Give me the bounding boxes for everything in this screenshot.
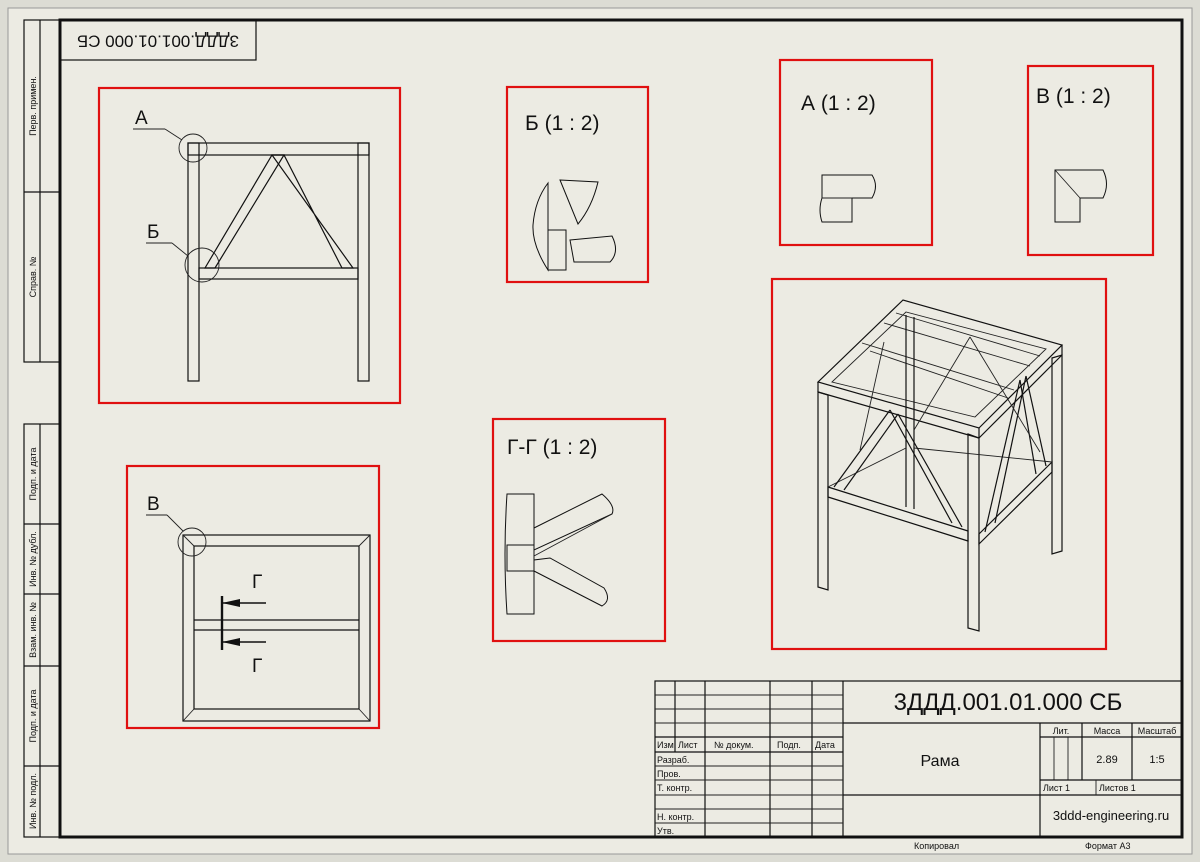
tb-row-utv: Утв. — [657, 826, 674, 836]
tb-scale-value: 1:5 — [1149, 754, 1164, 766]
tb-row-tkontr: Т. контр. — [657, 783, 692, 793]
side-label-podp-2: Подп. и дата — [28, 689, 38, 742]
view-top-highlight — [125, 464, 381, 730]
side-label-vzam: Взам. инв. № — [28, 602, 38, 658]
side-strip: Перв. примен. Справ. № Подп. и дата Инв.… — [23, 19, 61, 838]
callout-v-label: В — [147, 494, 160, 515]
tb-part-name: Рама — [921, 753, 960, 770]
side-label-sprav: Справ. № — [28, 256, 38, 297]
detail-a-highlight — [778, 58, 934, 247]
section-gg-highlight — [491, 417, 667, 643]
side-label-podp-1: Подп. и дата — [28, 447, 38, 500]
tb-designation: 3ДДД.001.01.000 СБ — [894, 689, 1123, 716]
detail-b-title: Б (1 : 2) — [525, 112, 599, 135]
tb-header-izm: Изм. — [657, 740, 676, 750]
callout-circle-v — [177, 527, 207, 557]
callout-circle-b — [184, 247, 220, 283]
tb-sheets: Листов 1 — [1099, 783, 1136, 793]
view-front-highlight — [97, 86, 402, 405]
footer-copied: Копировал — [914, 841, 959, 851]
tb-header-podp: Подп. — [777, 740, 801, 750]
detail-b-highlight — [505, 85, 650, 284]
detail-a-view: А (1 : 2) — [778, 58, 934, 247]
tb-row-razrab: Разраб. — [657, 755, 689, 765]
tb-mass-value: 2.89 — [1096, 754, 1117, 766]
isometric-highlight — [770, 277, 1108, 651]
tb-header-date: Дата — [815, 740, 835, 750]
side-label-inv-podl: Инв. № подл. — [28, 773, 38, 829]
corner-stamp: 3ДДД.001.01.000 СБ — [59, 19, 257, 61]
tb-mass-label: Масса — [1094, 726, 1121, 736]
section-gg-view: Г-Г (1 : 2) — [491, 417, 667, 643]
detail-v-title: В (1 : 2) — [1036, 85, 1111, 108]
paper — [7, 7, 1193, 855]
tb-scale-label: Масштаб — [1138, 726, 1177, 736]
tb-header-list: Лист — [678, 740, 698, 750]
side-label-inv-dubl: Инв. № дубл. — [28, 531, 38, 587]
detail-b-view: Б (1 : 2) — [505, 85, 650, 284]
section-gg-title: Г-Г (1 : 2) — [507, 436, 597, 459]
detail-v-view: В (1 : 2) — [1026, 64, 1155, 257]
footer-format: Формат А3 — [1085, 841, 1130, 851]
tb-row-nkontr: Н. контр. — [657, 812, 694, 822]
isometric-view — [770, 277, 1108, 651]
callout-circle-a — [178, 133, 208, 163]
callout-a-label: А — [135, 108, 148, 129]
corner-stamp-text: 3ДДД.001.01.000 СБ — [77, 32, 239, 51]
view-top: Г Г В — [125, 464, 381, 730]
tb-sheet: Лист 1 — [1043, 783, 1070, 793]
detail-v-highlight — [1026, 64, 1155, 257]
tb-row-prov: Пров. — [657, 769, 681, 779]
callout-b-label: Б — [147, 222, 159, 243]
tb-company: 3ddd-engineering.ru — [1053, 808, 1169, 823]
tb-lit-label: Лит. — [1053, 726, 1070, 736]
section-mark-bottom: Г — [252, 656, 262, 677]
section-mark-top: Г — [252, 572, 262, 593]
detail-a-title: А (1 : 2) — [801, 92, 876, 115]
title-block: Изм. Лист № докум. Подп. Дата Разраб. Пр… — [654, 680, 1183, 838]
tb-header-doc: № докум. — [714, 740, 754, 750]
side-label-perv: Перв. примен. — [28, 76, 38, 136]
view-front: А Б — [97, 86, 402, 405]
